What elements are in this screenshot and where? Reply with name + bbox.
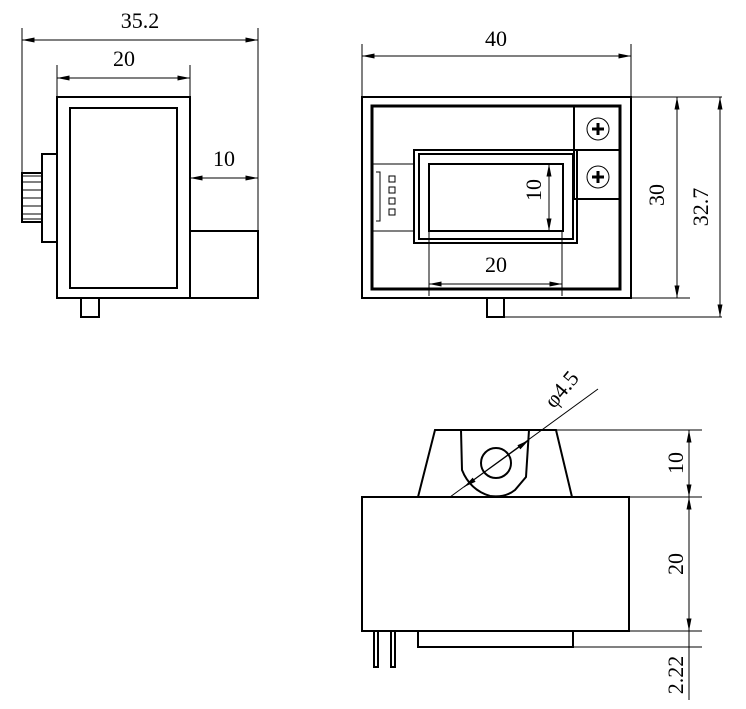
front-pin	[486, 297, 505, 318]
pin	[390, 630, 396, 668]
dimension-label-body-height: 30	[644, 184, 669, 206]
dimension-label-window-height: 10	[521, 179, 546, 201]
side-body	[56, 96, 191, 299]
dimension-label-block-width: 10	[213, 146, 235, 171]
screw-icon	[586, 165, 610, 189]
mount-lug	[417, 429, 573, 498]
side-pin	[80, 297, 100, 318]
connector	[371, 163, 415, 232]
bottom-view: φ4.5 10 20 2.22	[361, 366, 702, 700]
dimension-label-hole-diameter: φ4.5	[539, 366, 584, 413]
dimension-label-lug-height: 10	[663, 452, 688, 474]
dimension-label-window-width: 20	[485, 252, 507, 277]
gear-knob	[21, 172, 43, 223]
bottom-plate	[417, 630, 574, 648]
knob-base	[41, 153, 58, 243]
bottom-body	[361, 496, 630, 632]
screw-icon	[586, 117, 610, 141]
dimension-label-pin-offset: 2.22	[663, 656, 688, 695]
dimension-label-body-width: 20	[113, 46, 135, 71]
display-window	[413, 149, 578, 244]
dimension-label-overall-width: 35.2	[121, 8, 160, 33]
side-block	[189, 230, 259, 299]
dimension-label-overall-height: 32.7	[688, 188, 713, 227]
dimension-label-front-width: 40	[485, 26, 507, 51]
front-view: 40 10 20	[361, 26, 723, 318]
pin	[373, 630, 379, 668]
dimension-label-bottom-body-height: 20	[663, 553, 688, 575]
side-view: 35.2 20 10	[21, 8, 259, 318]
